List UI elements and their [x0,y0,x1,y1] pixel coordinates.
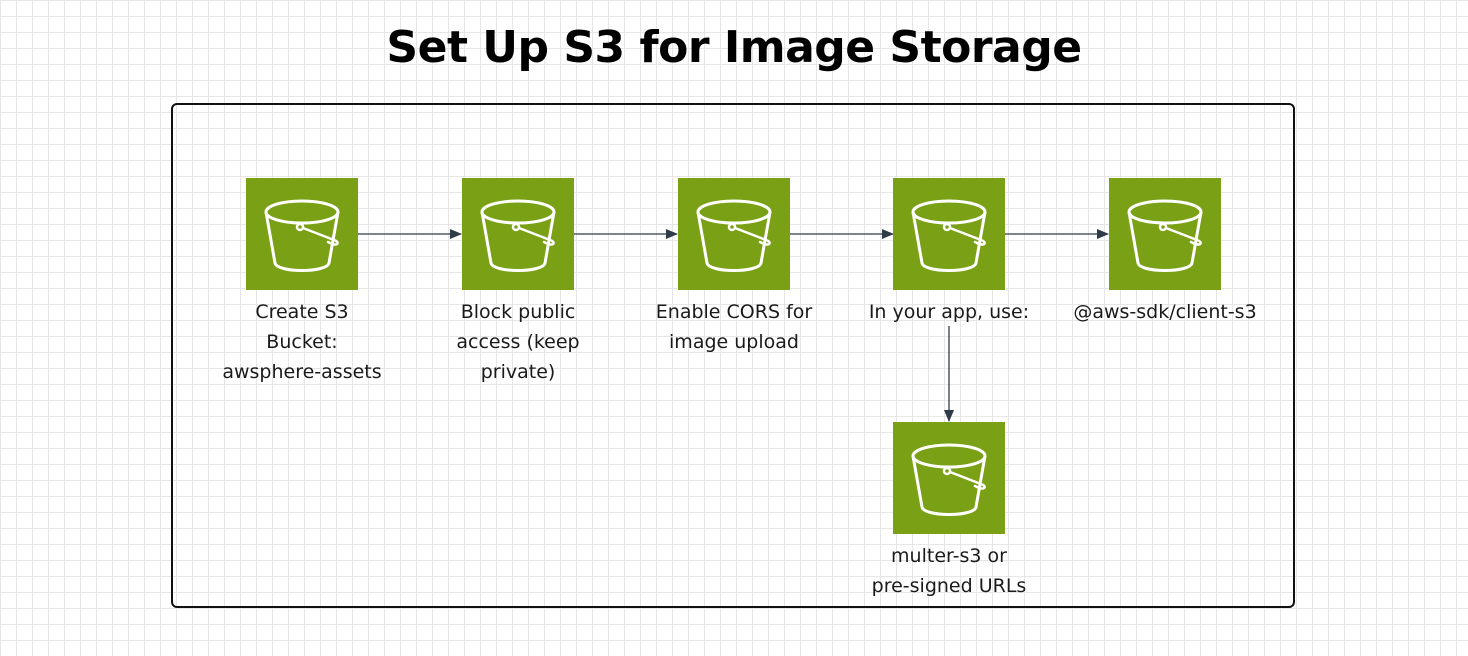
s3-bucket-icon [480,199,556,272]
s3-bucket-icon [696,199,772,272]
label-enable-cors: Enable CORS for image upload [655,301,813,353]
node-in-your-app[interactable] [893,178,1005,290]
node-block-public[interactable] [462,178,574,290]
label-block-public: Block public access (keep private) [456,301,580,383]
node-aws-sdk[interactable] [1109,178,1221,290]
node-create-bucket[interactable] [246,178,358,290]
diagram-title: Set Up S3 for Image Storage [386,22,1082,73]
label-create-bucket: Create S3 Bucket: awsphere-assets [222,301,382,383]
s3-bucket-icon [1127,199,1203,272]
s3-bucket-icon [264,199,340,272]
label-multer: multer-s3 or pre-signed URLs [871,545,1027,597]
s3-bucket-icon [911,199,987,272]
node-enable-cors[interactable] [678,178,790,290]
label-aws-sdk: @aws-sdk/client-s3 [1073,301,1257,323]
node-multer[interactable] [893,422,1005,534]
label-in-your-app: In your app, use: [868,301,1030,323]
s3-bucket-icon [911,443,987,516]
group-frame [171,103,1295,608]
